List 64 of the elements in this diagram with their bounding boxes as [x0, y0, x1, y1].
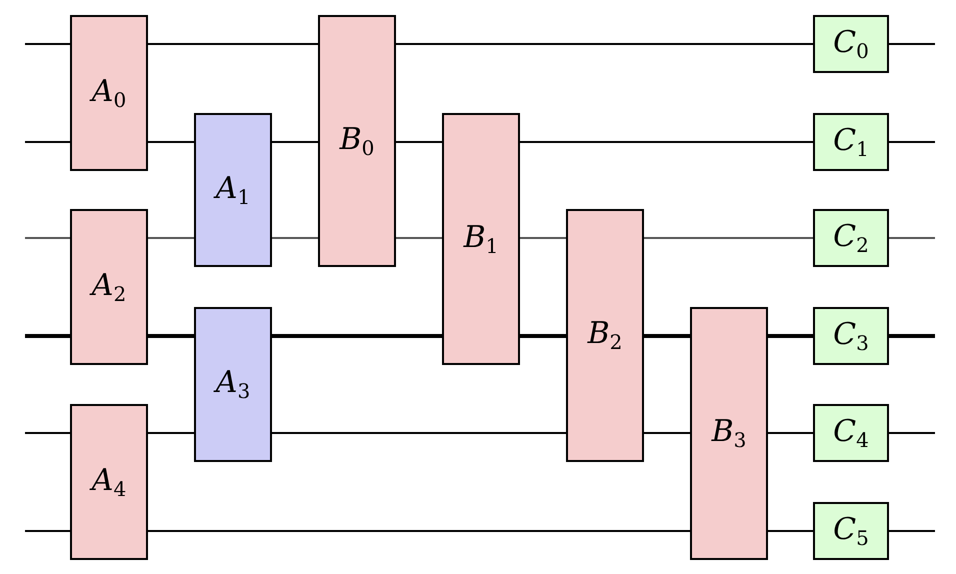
- gate-box: [194, 307, 272, 462]
- output-box: [813, 404, 889, 462]
- wire-line: [148, 530, 690, 532]
- gate-box: [70, 209, 148, 365]
- wire-line: [272, 334, 442, 338]
- wire-line: [889, 432, 935, 434]
- wire-line: [644, 237, 813, 239]
- wire-line: [644, 334, 690, 338]
- output-box: [813, 307, 889, 365]
- wire-line: [520, 141, 813, 143]
- gate-label: A$_{2}$: [92, 270, 126, 304]
- gate-box: [690, 307, 768, 560]
- gate-label: A$_{1}$: [216, 174, 250, 206]
- wire-line: [889, 43, 935, 45]
- output-box: [813, 113, 889, 171]
- wire-line: [148, 237, 194, 239]
- wire-line: [148, 43, 318, 45]
- gate-box: [194, 113, 272, 267]
- wire-line: [148, 141, 194, 143]
- gate-box: [70, 404, 148, 560]
- wire-line: [889, 237, 935, 239]
- wire-line: [889, 530, 935, 532]
- wire-line: [520, 334, 566, 338]
- wire-line: [25, 141, 70, 143]
- gate-label: A$_{0}$: [92, 76, 126, 110]
- wire-line: [272, 237, 318, 239]
- gate-label: C$_{4}$: [833, 416, 869, 450]
- wire-line: [25, 334, 70, 338]
- gate-label: C$_{5}$: [833, 514, 869, 548]
- gate-label: A$_{3}$: [216, 368, 250, 401]
- wire-line: [25, 237, 70, 239]
- wire-line: [396, 237, 442, 239]
- gate-box: [566, 209, 644, 462]
- wire-line: [25, 432, 70, 434]
- gate-box: [70, 15, 148, 171]
- wire-line: [148, 334, 194, 338]
- wire-line: [520, 237, 566, 239]
- wire-line: [889, 141, 935, 143]
- gate-box: [442, 113, 520, 365]
- output-box: [813, 209, 889, 267]
- wire-line: [396, 141, 442, 143]
- wire-line: [396, 43, 813, 45]
- wire-line: [889, 334, 935, 338]
- wire-line: [768, 334, 813, 338]
- wire-line: [272, 432, 566, 434]
- wire-line: [25, 43, 70, 45]
- output-box: [813, 15, 889, 73]
- wire-line: [25, 530, 70, 532]
- gate-box: [318, 15, 396, 267]
- gate-label: A$_{4}$: [92, 466, 126, 498]
- wire-line: [768, 432, 813, 434]
- gate-label: B$_{1}$: [464, 222, 498, 256]
- wire-line: [148, 432, 194, 434]
- output-box: [813, 502, 889, 560]
- gate-label: C$_{0}$: [833, 28, 869, 60]
- gate-label: B$_{0}$: [340, 124, 374, 158]
- gate-label: C$_{3}$: [833, 320, 869, 352]
- wire-line: [272, 141, 318, 143]
- gate-label: C$_{2}$: [833, 222, 869, 254]
- gate-label: C$_{1}$: [833, 126, 869, 158]
- gate-label: B$_{2}$: [588, 319, 622, 352]
- wire-line: [644, 432, 690, 434]
- gate-label: B$_{3}$: [712, 417, 746, 450]
- wire-line: [768, 530, 813, 532]
